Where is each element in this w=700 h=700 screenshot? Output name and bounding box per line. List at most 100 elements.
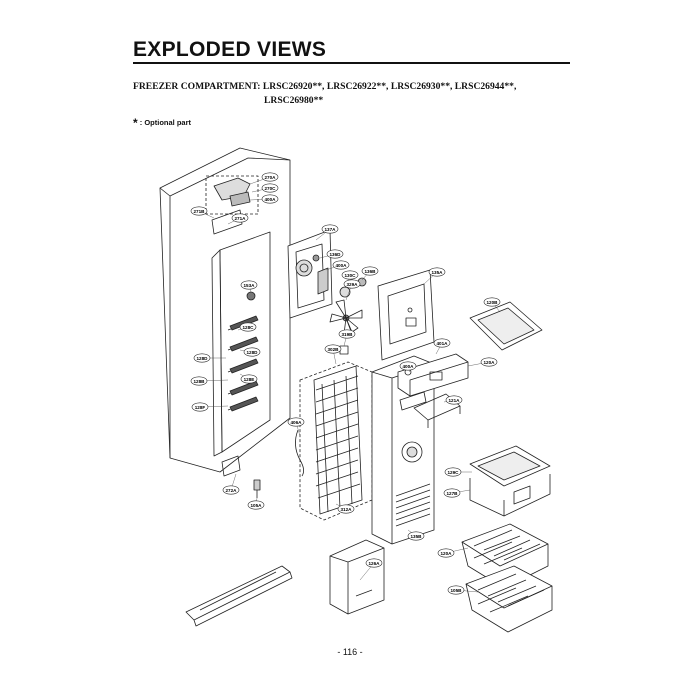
part-label-oval bbox=[261, 172, 279, 182]
part-labels: 270A270C400A271B271A137A136D400A130C136B… bbox=[190, 172, 501, 595]
part-label-text: 271B bbox=[194, 209, 206, 214]
part-label-oval bbox=[324, 344, 342, 354]
part-label-oval bbox=[444, 467, 462, 477]
bottom-duct bbox=[329, 539, 385, 615]
part-label-oval bbox=[222, 485, 240, 495]
freezer-drawer bbox=[469, 445, 551, 517]
part-label: 406A bbox=[287, 417, 305, 427]
part-label: 120B bbox=[483, 297, 501, 307]
part-label-text: 105A bbox=[251, 503, 263, 508]
page-title: EXPLODED VIEWS bbox=[133, 38, 327, 61]
part-label: 128D bbox=[193, 353, 211, 363]
part-label-text: 126A bbox=[369, 561, 381, 566]
part-label-text: 135B bbox=[411, 534, 423, 539]
part-label-oval bbox=[341, 270, 359, 280]
part-label-oval bbox=[361, 266, 379, 276]
part-label-oval bbox=[399, 361, 417, 371]
part-label-text: 121A bbox=[449, 398, 461, 403]
wire-basket-lower bbox=[465, 565, 553, 633]
part-label-text: 270A bbox=[265, 175, 277, 180]
part-label-oval bbox=[447, 585, 465, 595]
asterisk-icon: * bbox=[133, 116, 138, 130]
part-label-text: 272A bbox=[226, 488, 238, 493]
part-label-text: 128D bbox=[247, 350, 259, 355]
part-label-text: 129C bbox=[448, 470, 460, 475]
part-label-oval bbox=[231, 213, 249, 223]
part-label-oval bbox=[338, 329, 356, 339]
part-label-text: 401A bbox=[437, 341, 449, 346]
part-label: 105A bbox=[247, 500, 265, 510]
part-label: 130C bbox=[341, 270, 359, 280]
part-label-text: 136B bbox=[365, 269, 377, 274]
part-label: 105B bbox=[447, 585, 465, 595]
part-label-text: 128F bbox=[195, 405, 206, 410]
fan-motor-bracket bbox=[287, 229, 367, 319]
part-label-oval bbox=[190, 376, 208, 386]
part-label-oval bbox=[343, 279, 361, 289]
part-label: 271A bbox=[231, 213, 249, 223]
leveling-screw bbox=[253, 479, 261, 498]
evaporator-cover bbox=[371, 355, 435, 545]
part-label: 120A bbox=[480, 357, 498, 367]
part-label-oval bbox=[287, 417, 305, 427]
part-label: 271B bbox=[190, 206, 208, 216]
title-rule bbox=[133, 62, 570, 64]
shelf-frame bbox=[413, 393, 461, 428]
part-label: 121A bbox=[445, 395, 463, 405]
part-label: 272A bbox=[222, 485, 240, 495]
part-label-text: 128C bbox=[243, 325, 255, 330]
top-shelf bbox=[469, 301, 543, 351]
part-label-text: 270C bbox=[265, 186, 277, 191]
part-label-text: 128B bbox=[194, 379, 206, 384]
part-label-oval bbox=[407, 531, 425, 541]
part-label-text: 128D bbox=[197, 356, 209, 361]
part-label-oval bbox=[428, 267, 446, 277]
part-label: 128C bbox=[239, 322, 257, 332]
part-label: 400A bbox=[399, 361, 417, 371]
part-label: 400A bbox=[261, 194, 279, 204]
part-label-oval bbox=[261, 183, 279, 193]
part-label-oval bbox=[480, 357, 498, 367]
part-label-oval bbox=[240, 280, 258, 290]
part-label-oval bbox=[261, 194, 279, 204]
part-label-text: 127B bbox=[447, 491, 459, 496]
base-rail bbox=[185, 565, 293, 627]
part-label: 136B bbox=[361, 266, 379, 276]
part-label: 153A bbox=[240, 280, 258, 290]
part-label-oval bbox=[240, 374, 258, 384]
part-label: 135B bbox=[407, 531, 425, 541]
part-label-text: 120A bbox=[441, 551, 453, 556]
rear-cover-panel bbox=[377, 269, 435, 361]
note-text: : Optional part bbox=[139, 118, 192, 127]
part-label: 319B bbox=[338, 329, 356, 339]
part-label-oval bbox=[190, 206, 208, 216]
part-label-oval bbox=[445, 395, 463, 405]
part-label: 129C bbox=[444, 467, 462, 477]
part-label: 128B bbox=[190, 376, 208, 386]
part-label-text: 120B bbox=[487, 300, 499, 305]
part-label-text: 137A bbox=[325, 227, 337, 232]
part-label: 128E bbox=[240, 374, 258, 384]
wire-basket-upper bbox=[461, 523, 549, 589]
part-label: 270A bbox=[261, 172, 279, 182]
part-label: 136D bbox=[326, 249, 344, 259]
subtitle-line-1: FREEZER COMPARTMENT: LRSC26920**, LRSC26… bbox=[133, 81, 517, 92]
part-label-oval bbox=[191, 402, 209, 412]
part-label-text: 319B bbox=[342, 332, 354, 337]
part-label: 137A bbox=[321, 224, 339, 234]
part-label-text: 302B bbox=[328, 347, 340, 352]
part-label-oval bbox=[193, 353, 211, 363]
part-label: 329A bbox=[343, 279, 361, 289]
part-label-oval bbox=[321, 224, 339, 234]
freezer-cabinet bbox=[159, 147, 291, 477]
part-label: 270C bbox=[261, 183, 279, 193]
page-number: - 116 - bbox=[337, 647, 363, 657]
part-label: 312A bbox=[337, 504, 355, 514]
subtitle-line-2: LRSC26980** bbox=[264, 95, 324, 106]
part-label: 128D bbox=[243, 347, 261, 357]
part-label-text: 130C bbox=[345, 273, 357, 278]
part-label: 400A bbox=[332, 260, 350, 270]
part-label-text: 400A bbox=[265, 197, 277, 202]
compartment-subtitle: FREEZER COMPARTMENT: LRSC26920**, LRSC26… bbox=[133, 80, 573, 108]
